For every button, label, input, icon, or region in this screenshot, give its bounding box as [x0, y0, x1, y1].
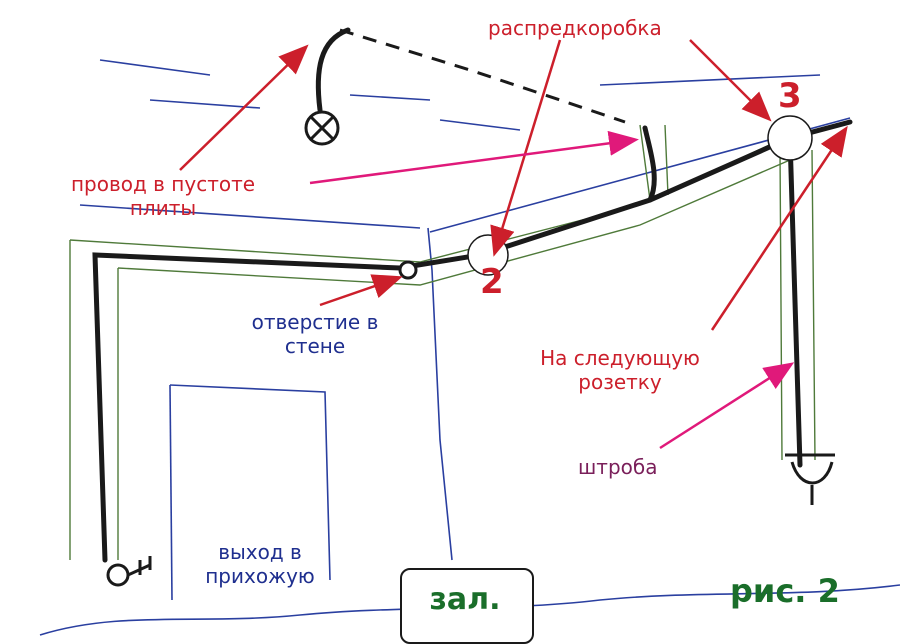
- slab-void-dashed-line: [339, 28, 626, 124]
- figure-label: рис. 2: [730, 572, 840, 610]
- wall-hole: [398, 260, 418, 280]
- chase-label: штроба: [578, 455, 658, 479]
- junction-box-3: [767, 115, 813, 161]
- room-label: зал.: [429, 582, 501, 617]
- next-socket-label: На следующую розетку: [495, 346, 745, 394]
- wire-in-slab-line1: провод в пустоте: [70, 172, 256, 196]
- next-socket-line1: На следующую: [540, 346, 700, 370]
- junction-box-label: распредкоробка: [488, 16, 662, 40]
- wall-hole-line1: отверстие в: [251, 310, 379, 334]
- exit-line1: выход в: [218, 540, 302, 564]
- wall-hole-label: отверстие в стене: [205, 310, 425, 358]
- wire-in-slab-line2: плиты: [129, 196, 197, 220]
- number-2: 2: [480, 262, 504, 302]
- wall-hole-line2: стене: [284, 334, 346, 358]
- next-socket-line2: розетку: [578, 370, 662, 394]
- room-outline: [39, 59, 900, 636]
- ceiling-lamp-icon: [304, 110, 340, 146]
- exit-line2: прихожую: [205, 564, 315, 588]
- wire-in-slab-label: провод в пустоте плиты: [18, 172, 308, 220]
- number-3: 3: [778, 76, 802, 116]
- switch-icon: [106, 556, 152, 587]
- annotation-arrows-magenta: [309, 130, 795, 450]
- exit-label: выход в прихожую: [165, 540, 355, 588]
- annotation-arrows-red: [179, 39, 848, 331]
- wall-socket-icon: [785, 453, 835, 505]
